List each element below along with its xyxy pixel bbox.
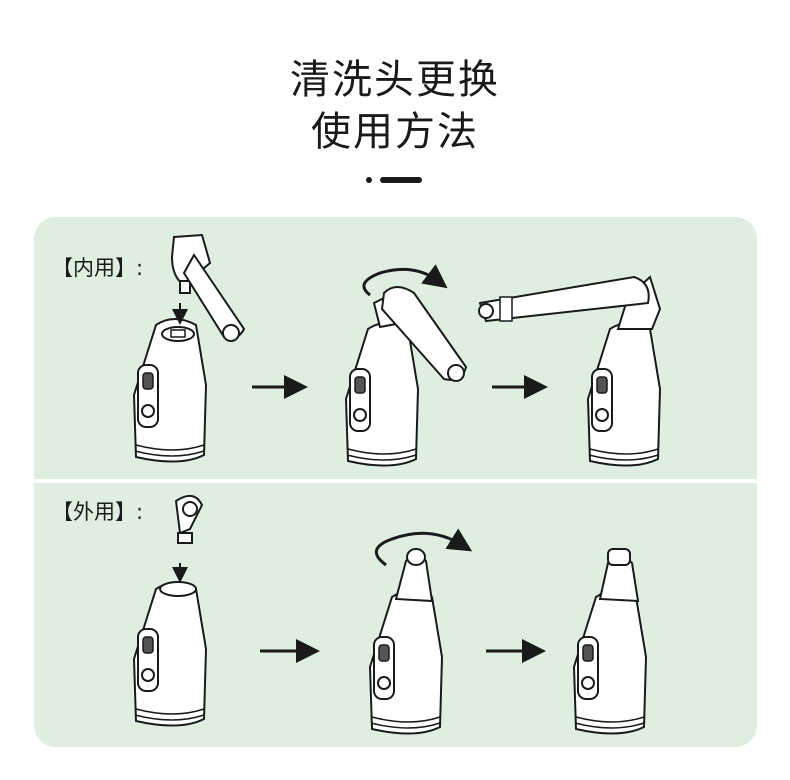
rotate-arrow-icon [375,528,473,567]
external-step3-device [573,548,647,735]
section-label-internal: 【内用】: [52,256,144,280]
page-title-line2: 使用方法 [311,109,479,155]
section-label-external: 【外用】: [52,500,144,524]
page-title-line1: 清洗头更换 [290,57,500,103]
internal-step2-device [345,286,468,467]
decoration-dot [366,177,372,183]
external-step2-device [369,548,443,735]
instruction-illustrations [133,233,662,735]
external-step1-device [133,581,207,727]
internal-step3-device [478,275,662,467]
title-decoration [366,176,426,184]
rotate-arrow-icon [362,264,448,297]
internal-step1-nozzle [170,233,246,342]
section-divider [34,479,757,483]
external-step1-nozzle [174,494,204,544]
internal-step1-device [133,318,207,463]
decoration-dash [380,177,422,183]
instructions-panel: 【内用】: 【外用】: [34,217,757,747]
